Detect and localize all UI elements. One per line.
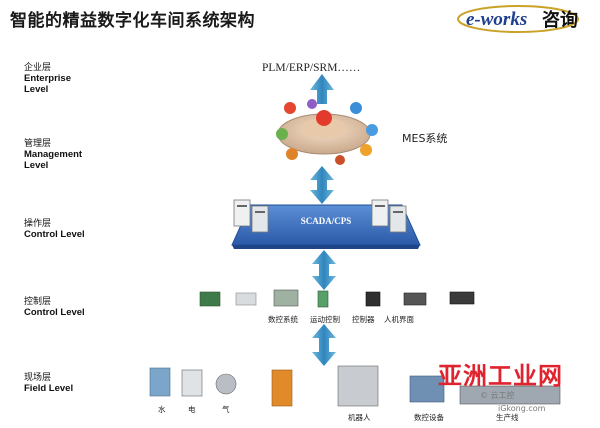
double-arrow-4: [312, 324, 336, 366]
layer-en-2: Level: [24, 160, 49, 171]
layer-en: Field Level: [24, 383, 74, 394]
water-meter-icon: [149, 367, 171, 397]
caption-cnc-system: 数控系统: [268, 315, 298, 324]
layer-en-2: Level: [24, 84, 49, 95]
controller-icon: [365, 291, 381, 307]
pcb-board-icon: [199, 291, 221, 307]
double-arrow-2: [310, 166, 334, 204]
page-title: 智能的精益数字化车间系统架构: [10, 11, 255, 31]
hmi-icon: [403, 292, 427, 306]
mes-label: MES系统: [402, 132, 448, 145]
control-devices: [199, 289, 475, 308]
caption-cnc-equipment: 数控设备: [414, 413, 444, 422]
motion-control-icon: [317, 290, 329, 308]
layer-control: 控制层 Control Level: [24, 296, 85, 318]
module-icon: [235, 292, 257, 306]
caption-gas: 气: [222, 405, 230, 414]
caption-production-line: 生产线: [496, 413, 519, 422]
cnc-system-icon: [273, 289, 299, 307]
layer-en: Control Level: [24, 229, 85, 240]
layer-field: 现场层 Field Level: [24, 372, 73, 394]
enterprise-systems-label: PLM/ERP/SRM……: [262, 62, 361, 74]
layer-zh: 企业层: [24, 62, 52, 72]
robot-icon: [271, 369, 293, 407]
eworks-logo: e-works 咨询: [456, 2, 598, 36]
scada-label: SCADA/CPS: [301, 216, 352, 226]
server-icon-left: [233, 199, 269, 233]
logo-brand: e-works: [466, 9, 527, 30]
layer-operation: 操作层 Control Level: [24, 218, 85, 240]
layer-en: Enterprise: [24, 73, 71, 84]
layer-en: Management: [24, 149, 83, 160]
gas-meter-icon: [215, 373, 237, 395]
layer-zh: 现场层: [24, 372, 52, 382]
production-line-icon: [459, 385, 561, 405]
double-arrow-3: [312, 250, 336, 290]
caption-hmi: 人机界面: [384, 315, 414, 324]
layer-en: Control Level: [24, 307, 85, 318]
hmi-box-icon: [449, 291, 475, 305]
caption-electric: 电: [188, 405, 196, 414]
field-devices: [149, 365, 561, 407]
cnc-equipment-icon: [337, 365, 379, 407]
logo-suffix: 咨询: [542, 9, 578, 31]
watermark-sub2: iGkong.com: [498, 404, 546, 413]
mes-system-graphic: [276, 99, 378, 165]
layer-zh: 管理层: [24, 138, 52, 148]
caption-controller: 控制器: [352, 315, 375, 324]
double-arrow-1: [310, 74, 334, 104]
caption-motion-control: 运动控制: [310, 315, 340, 324]
layer-enterprise: 企业层 Enterprise Level: [24, 62, 71, 95]
layer-zh: 控制层: [24, 296, 52, 306]
electric-meter-icon: [181, 369, 203, 397]
cnc-device-icon: [409, 375, 445, 403]
watermark-main: 亚洲工业网: [438, 362, 563, 390]
layer-zh: 操作层: [24, 218, 52, 228]
server-icon-right: [371, 199, 407, 233]
caption-robot: 机器人: [348, 413, 371, 422]
watermark-sub1: © 云工控: [480, 391, 515, 400]
caption-water: 水: [158, 405, 166, 414]
layer-management: 管理层 Management Level: [24, 138, 82, 171]
